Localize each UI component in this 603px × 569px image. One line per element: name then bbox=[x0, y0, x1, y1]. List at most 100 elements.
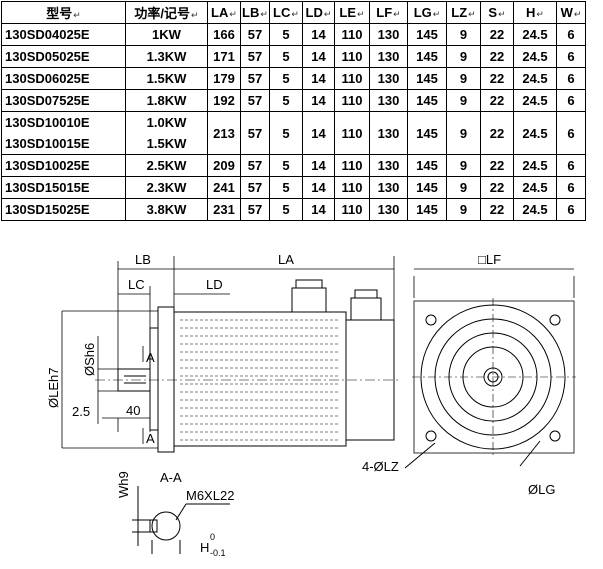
cell-ld: 14 bbox=[302, 89, 335, 112]
cell-lc: 5 bbox=[269, 45, 303, 68]
cell-le: 110 bbox=[334, 23, 370, 46]
cell-model: 130SD07525E bbox=[1, 89, 126, 112]
cell-lb: 57 bbox=[240, 111, 270, 155]
cell-w: 6 bbox=[556, 67, 586, 90]
cell-lz: 9 bbox=[446, 198, 481, 221]
cell-lg: 145 bbox=[407, 67, 447, 90]
col-power: 功率/记号↵ bbox=[125, 1, 208, 24]
cell-le: 110 bbox=[334, 67, 370, 90]
cell-lg: 145 bbox=[407, 154, 447, 177]
col-la: LA↵ bbox=[207, 1, 241, 24]
cell-power: 2.5KW bbox=[125, 154, 208, 177]
label-lf: □LF bbox=[478, 252, 501, 267]
cell-ld: 14 bbox=[302, 176, 335, 199]
cell-lf: 130 bbox=[369, 154, 408, 177]
cell-le: 110 bbox=[334, 45, 370, 68]
cell-model: 130SD05025E bbox=[1, 45, 126, 68]
power-connector bbox=[291, 287, 327, 313]
label-section-a-bottom: A bbox=[146, 431, 155, 446]
cell-lf: 130 bbox=[369, 89, 408, 112]
cell-model: 130SD10025E bbox=[1, 154, 126, 177]
cell-lb: 57 bbox=[240, 89, 270, 112]
cell-w: 6 bbox=[556, 154, 586, 177]
label-dim-25: 2.5 bbox=[72, 404, 90, 419]
col-w: W↵ bbox=[556, 1, 586, 24]
col-lg: LG↵ bbox=[407, 1, 447, 24]
cell-power: 1KW bbox=[125, 23, 208, 46]
cell-s: 22 bbox=[480, 89, 514, 112]
cell-la: 166 bbox=[207, 23, 241, 46]
label-section-aa: A-A bbox=[160, 470, 182, 485]
cell-h: 24.5 bbox=[513, 111, 557, 155]
cell-w: 6 bbox=[556, 23, 586, 46]
cell-lc: 5 bbox=[269, 154, 303, 177]
cell-model: 130SD15015E bbox=[1, 176, 126, 199]
cell-lz: 9 bbox=[446, 23, 481, 46]
cell-lc: 5 bbox=[269, 89, 303, 112]
col-s: S↵ bbox=[480, 1, 514, 24]
cell-la: 171 bbox=[207, 45, 241, 68]
label-leh7: ØLEh7 bbox=[46, 368, 61, 408]
cell-le: 110 bbox=[334, 176, 370, 199]
cell-lc: 5 bbox=[269, 111, 303, 155]
cell-lc: 5 bbox=[269, 176, 303, 199]
cell-lg: 145 bbox=[407, 45, 447, 68]
cell-w: 6 bbox=[556, 45, 586, 68]
cell-lb: 57 bbox=[240, 23, 270, 46]
cell-lg: 145 bbox=[407, 89, 447, 112]
cell-lc: 5 bbox=[269, 23, 303, 46]
cell-h: 24.5 bbox=[513, 89, 557, 112]
cell-la: 213 bbox=[207, 111, 241, 155]
cell-lc: 5 bbox=[269, 67, 303, 90]
cell-power: 1.5KW bbox=[125, 67, 208, 90]
cell-ld: 14 bbox=[302, 23, 335, 46]
label-lg: ØLG bbox=[528, 482, 555, 497]
cell-w: 6 bbox=[556, 111, 586, 155]
spec-table: 型号↵ 功率/记号↵ LA↵ LB↵ LC↵ LD↵ LE↵ LF↵ LG↵ L… bbox=[1, 1, 586, 221]
label-m6xl22: M6XL22 bbox=[186, 488, 234, 503]
cell-h: 24.5 bbox=[513, 67, 557, 90]
cell-h: 24.5 bbox=[513, 154, 557, 177]
cell-le: 110 bbox=[334, 89, 370, 112]
col-model: 型号↵ bbox=[1, 1, 126, 24]
label-wh9: Wh9 bbox=[116, 471, 131, 498]
cell-lf: 130 bbox=[369, 67, 408, 90]
cell-la: 192 bbox=[207, 89, 241, 112]
cell-lg: 145 bbox=[407, 23, 447, 46]
cell-s: 22 bbox=[480, 45, 514, 68]
cell-h: 24.5 bbox=[513, 176, 557, 199]
cell-s: 22 bbox=[480, 23, 514, 46]
cell-power: 1.8KW bbox=[125, 89, 208, 112]
cell-ld: 14 bbox=[302, 198, 335, 221]
cell-ld: 14 bbox=[302, 111, 335, 155]
col-lf: LF↵ bbox=[369, 1, 408, 24]
cell-lz: 9 bbox=[446, 176, 481, 199]
cell-h: 24.5 bbox=[513, 45, 557, 68]
mount-hole bbox=[549, 430, 561, 442]
cell-ld: 14 bbox=[302, 67, 335, 90]
cell-s: 22 bbox=[480, 198, 514, 221]
cell-lz: 9 bbox=[446, 45, 481, 68]
cell-power: 3.8KW bbox=[125, 198, 208, 221]
cell-model: 130SD04025E bbox=[1, 23, 126, 46]
cell-w: 6 bbox=[556, 198, 586, 221]
cell-lz: 9 bbox=[446, 89, 481, 112]
cell-la: 179 bbox=[207, 67, 241, 90]
cell-power: 1.3KW bbox=[125, 45, 208, 68]
cell-h: 24.5 bbox=[513, 198, 557, 221]
cell-le: 110 bbox=[334, 111, 370, 155]
cell-s: 22 bbox=[480, 67, 514, 90]
cell-la: 231 bbox=[207, 198, 241, 221]
cell-lz: 9 bbox=[446, 154, 481, 177]
label-dim-40: 40 bbox=[126, 403, 140, 418]
cell-lc: 5 bbox=[269, 198, 303, 221]
cell-la: 209 bbox=[207, 154, 241, 177]
motor-body bbox=[173, 311, 347, 447]
motor-dimension-drawing: LB LA LC LD □LF ØSh6 ØLEh7 2.5 40 A A A-… bbox=[46, 252, 576, 558]
